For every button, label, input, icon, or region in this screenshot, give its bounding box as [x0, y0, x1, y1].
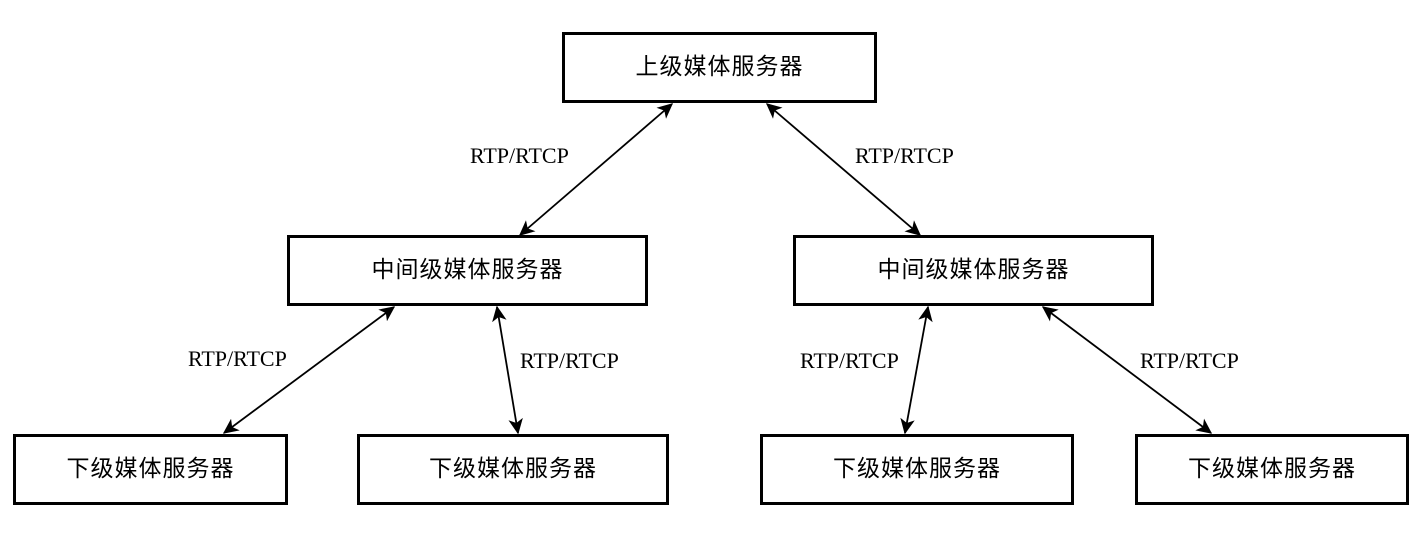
- edge-e1-double-arrow: [518, 103, 674, 236]
- edge-label-e3: RTP/RTCP: [188, 346, 287, 371]
- node-label: 下级媒体服务器: [429, 456, 597, 482]
- edge-label-e4: RTP/RTCP: [520, 348, 619, 373]
- node-low2[interactable]: 下级媒体服务器: [357, 434, 669, 505]
- edge-e5-double-arrow: [900, 305, 933, 435]
- edge-label-e5: RTP/RTCP: [800, 348, 899, 373]
- edge-e3-double-arrow: [222, 306, 396, 434]
- node-label: 上级媒体服务器: [635, 54, 804, 80]
- node-label: 下级媒体服务器: [833, 456, 1001, 482]
- node-label: 中间级媒体服务器: [877, 257, 1070, 283]
- node-label: 中间级媒体服务器: [371, 257, 564, 283]
- node-label: 下级媒体服务器: [1188, 456, 1356, 482]
- edge-e4-double-arrow: [492, 305, 523, 435]
- node-mid1[interactable]: 中间级媒体服务器: [287, 235, 648, 306]
- node-low1[interactable]: 下级媒体服务器: [13, 434, 288, 505]
- node-low4[interactable]: 下级媒体服务器: [1135, 434, 1409, 505]
- node-label: 下级媒体服务器: [66, 456, 235, 482]
- edge-e6-double-arrow: [1041, 306, 1213, 434]
- edge-e2-double-arrow: [765, 103, 922, 236]
- node-low3[interactable]: 下级媒体服务器: [760, 434, 1074, 505]
- node-top[interactable]: 上级媒体服务器: [562, 32, 877, 103]
- edge-label-e1: RTP/RTCP: [470, 143, 569, 168]
- edge-label-e2: RTP/RTCP: [855, 143, 954, 168]
- node-mid2[interactable]: 中间级媒体服务器: [793, 235, 1154, 306]
- edge-label-e6: RTP/RTCP: [1140, 348, 1239, 373]
